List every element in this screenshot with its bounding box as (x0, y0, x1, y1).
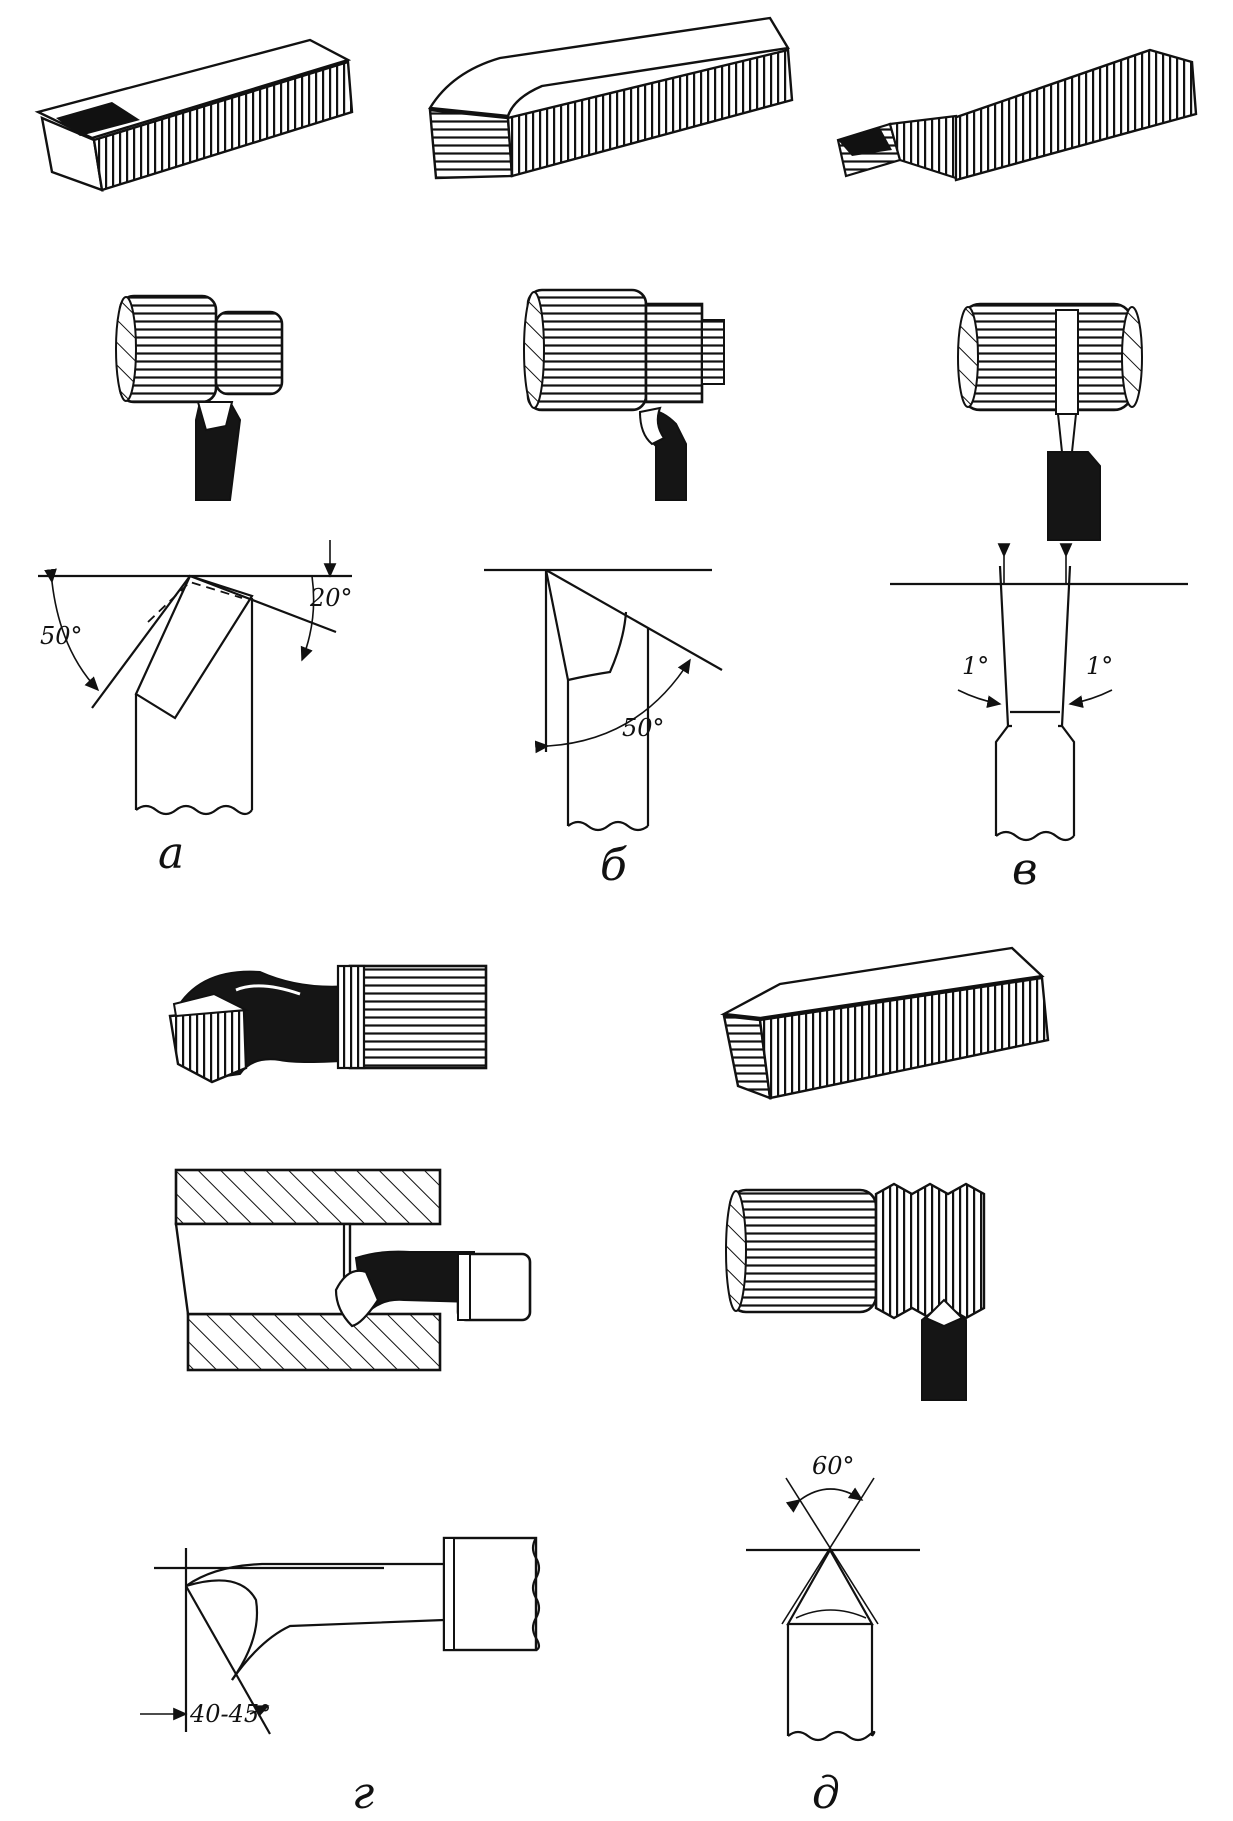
panel-g-angle-diagram: 40-45° (140, 1536, 541, 1735)
panel-a-workpiece-view (115, 294, 284, 501)
panel-a-caption: а (158, 828, 184, 879)
panel-a-angle-label-1: 20° (309, 584, 353, 612)
panel-d-thread-view (725, 1182, 986, 1401)
panel-v-caption: в (1012, 844, 1038, 895)
panel-v-angle-label-1: 1° (1086, 652, 1113, 680)
panel-a-tool-perspective (34, 38, 354, 192)
panel-b-caption: б (600, 840, 627, 891)
panel-b: 50° б (427, 16, 794, 891)
panel-g-tool-perspective (168, 964, 488, 1084)
panel-d: 60° д (720, 946, 1050, 1819)
panel-v-workpiece-view (957, 302, 1143, 541)
panel-g-caption: г (352, 1768, 374, 1819)
panel-a: 50° 20° а (34, 38, 354, 879)
panel-b-angle-label-0: 50° (622, 714, 665, 742)
panel-v-angle-diagram: 1° 1° (890, 543, 1188, 842)
panel-b-workpiece-view (523, 288, 725, 501)
panel-d-caption: д (812, 1768, 840, 1819)
panel-a-angle-diagram: 50° 20° (38, 540, 353, 816)
panel-d-angle-diagram: 60° (746, 1452, 920, 1742)
panel-v: 1° 1° в (836, 48, 1198, 895)
panel-d-tool-perspective (720, 946, 1050, 1100)
panel-b-angle-diagram: 50° (484, 568, 723, 832)
panel-b-tool-perspective (427, 16, 794, 180)
panel-v-angle-label-0: 1° (962, 652, 989, 680)
panel-g-bore-view (174, 1168, 532, 1372)
panel-a-angle-label-0: 50° (40, 622, 83, 650)
panel-v-tool-perspective (836, 48, 1198, 182)
panel-g-angle-label-0: 40-45° (189, 1700, 271, 1728)
panel-g: 40-45° г (140, 964, 541, 1819)
panel-d-angle-label-0: 60° (812, 1452, 855, 1480)
